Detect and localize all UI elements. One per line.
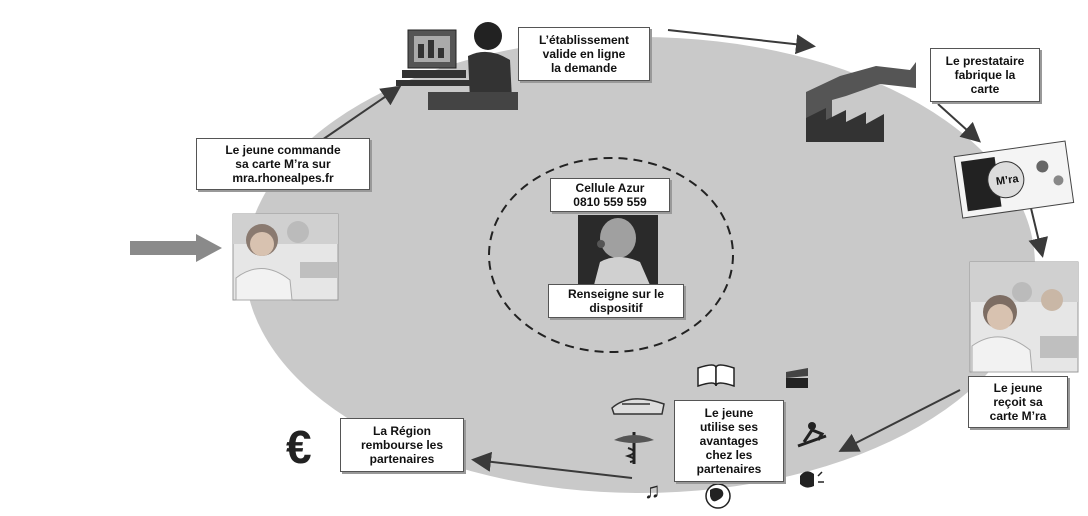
operator-photo-icon xyxy=(578,215,658,285)
computer-operator-icon xyxy=(396,22,518,110)
arrow-recoit-to-utilise xyxy=(838,389,961,452)
step-rembourse-label: La Région rembourse les partenaires xyxy=(340,418,464,472)
info-circle xyxy=(488,157,734,353)
theatre-mask-icon xyxy=(800,471,824,488)
book-icon xyxy=(697,364,735,388)
euro-icon: € xyxy=(286,421,312,473)
music-note-icon: ♫ xyxy=(644,478,661,503)
student-photo-left-icon xyxy=(232,213,339,301)
train-icon xyxy=(611,398,665,415)
snowboard-icon xyxy=(797,422,827,448)
cellule-azur-label: Cellule Azur 0810 559 559 xyxy=(550,178,670,212)
arrow-utilise-to-rembourse xyxy=(471,451,633,479)
step-fabrique-label: Le prestataire fabrique la carte xyxy=(930,48,1040,102)
mra-card-icon xyxy=(953,140,1075,219)
factory-icon xyxy=(806,62,916,142)
entry-arrow xyxy=(130,234,222,262)
arrow-valide-to-fabrique xyxy=(667,29,816,55)
step-commande-label: Le jeune commande sa carte M’ra sur mra.… xyxy=(196,138,370,190)
medical-caduceus-icon xyxy=(614,432,654,464)
arrow-carte-to-recoit xyxy=(1028,203,1048,258)
step-recoit-label: Le jeune reçoit sa carte M’ra xyxy=(968,376,1068,428)
step-valide-label: L’établissement valide en ligne la deman… xyxy=(518,27,650,81)
renseigne-label: Renseigne sur le dispositif xyxy=(548,284,684,318)
arrow-commande-to-valide xyxy=(321,85,402,141)
cinema-clapper-icon xyxy=(786,368,808,388)
arrow-fabrique-to-carte xyxy=(937,103,981,143)
globe-icon xyxy=(705,483,731,509)
step-utilise-label: Le jeune utilise ses avantages chez les … xyxy=(674,400,784,482)
mra-card-logo: M’ra xyxy=(995,173,1020,188)
student-photo-right-icon xyxy=(969,261,1079,373)
